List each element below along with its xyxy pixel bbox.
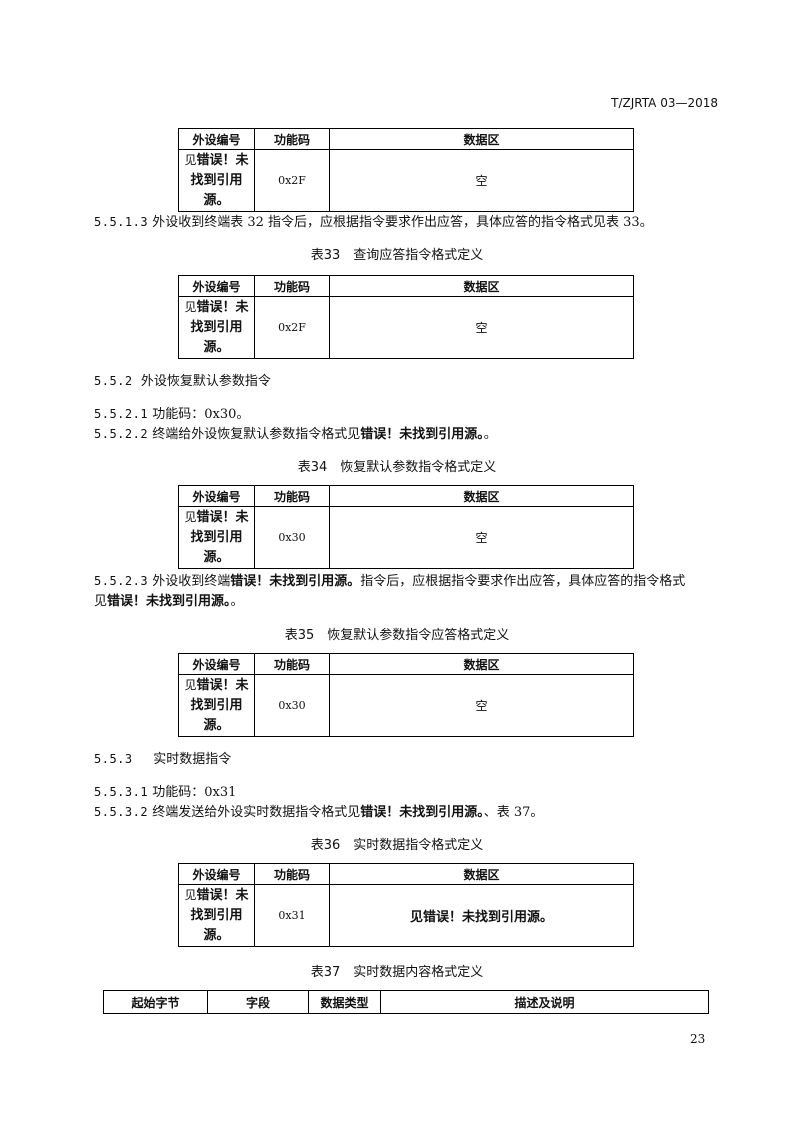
cell-function-code: 0x31 [254, 884, 330, 947]
table-34: 外设编号 功能码 数据区 见错误！未找到引用源。 0x30 空 [178, 485, 634, 569]
table-33: 外设编号 功能码 数据区 见错误！未找到引用源。 0x2F 空 [178, 275, 634, 359]
header-device-id: 外设编号 [178, 485, 255, 507]
cell-data-area: 空 [329, 296, 634, 359]
cell-data-area: 见错误！未找到引用源。 [329, 884, 634, 947]
table-36-caption: 表36 实时数据指令格式定义 [310, 838, 484, 853]
table-37-caption: 表37 实时数据内容格式定义 [310, 965, 484, 980]
header-start-byte: 起始字节 [103, 990, 208, 1014]
header-function-code: 功能码 [254, 128, 330, 150]
header-function-code: 功能码 [254, 485, 330, 507]
header-device-id: 外设编号 [178, 128, 255, 150]
cell-function-code: 0x30 [254, 506, 330, 569]
cell-function-code: 0x2F [254, 149, 330, 212]
header-data-area: 数据区 [329, 128, 634, 150]
header-data-type: 数据类型 [308, 990, 381, 1014]
page-number: 23 [690, 1032, 706, 1046]
header-data-area: 数据区 [329, 653, 634, 675]
paragraph-5-5-2-2: 5.5.2.2 终端给外设恢复默认参数指令格式见错误！未找到引用源。。 [94, 427, 497, 442]
paragraph-5-5-3-1: 5.5.3.1 功能码：0x31 [94, 785, 237, 800]
table-35: 外设编号 功能码 数据区 见错误！未找到引用源。 0x30 空 [178, 653, 634, 737]
table-34-caption: 表34 恢复默认参数指令格式定义 [297, 460, 497, 475]
header-device-id: 外设编号 [178, 275, 255, 297]
cell-device-id: 见错误！未找到引用源。 [178, 884, 255, 947]
document-code: T/ZJRTA 03—2018 [611, 96, 718, 110]
cell-data-area: 空 [329, 149, 634, 212]
paragraph-5-5-3-2: 5.5.3.2 终端发送给外设实时数据指令格式见错误！未找到引用源。、表 37。 [94, 805, 544, 820]
table-33-caption: 表33 查询应答指令格式定义 [310, 248, 484, 263]
header-data-area: 数据区 [329, 485, 634, 507]
cell-function-code: 0x2F [254, 296, 330, 359]
header-device-id: 外设编号 [178, 863, 255, 885]
paragraph-5-5-1-3: 5.5.1.3 外设收到终端表 32 指令后，应根据指令要求作出应答，具体应答的… [94, 215, 653, 230]
header-description: 描述及说明 [380, 990, 709, 1014]
table-37: 起始字节 字段 数据类型 描述及说明 [103, 990, 709, 1014]
header-data-area: 数据区 [329, 863, 634, 885]
cell-data-area: 空 [329, 674, 634, 737]
header-field: 字段 [207, 990, 309, 1014]
heading-5-5-2: 5.5.2 外设恢复默认参数指令 [94, 374, 271, 389]
cell-function-code: 0x30 [254, 674, 330, 737]
cell-device-id: 见错误！未找到引用源。 [178, 296, 255, 359]
table-35-caption: 表35 恢复默认参数指令应答格式定义 [284, 628, 510, 643]
table-36: 外设编号 功能码 数据区 见错误！未找到引用源。 0x31 见错误！未找到引用源… [178, 863, 634, 947]
heading-5-5-3: 5.5.3 实时数据指令 [94, 752, 232, 767]
header-function-code: 功能码 [254, 863, 330, 885]
cell-device-id: 见错误！未找到引用源。 [178, 149, 255, 212]
header-function-code: 功能码 [254, 275, 330, 297]
header-function-code: 功能码 [254, 653, 330, 675]
paragraph-5-5-2-3: 5.5.2.3 外设收到终端错误！未找到引用源。指令后，应根据指令要求作出应答，… [94, 574, 686, 589]
paragraph-5-5-2-3-continued: 见错误！未找到引用源。。 [94, 594, 244, 609]
table-32-continued: 外设编号 功能码 数据区 见错误！未找到引用源。 0x2F 空 [178, 128, 634, 212]
header-device-id: 外设编号 [178, 653, 255, 675]
paragraph-5-5-2-1: 5.5.2.1 功能码：0x30。 [94, 407, 250, 422]
cell-device-id: 见错误！未找到引用源。 [178, 506, 255, 569]
cell-device-id: 见错误！未找到引用源。 [178, 674, 255, 737]
cell-data-area: 空 [329, 506, 634, 569]
header-data-area: 数据区 [329, 275, 634, 297]
